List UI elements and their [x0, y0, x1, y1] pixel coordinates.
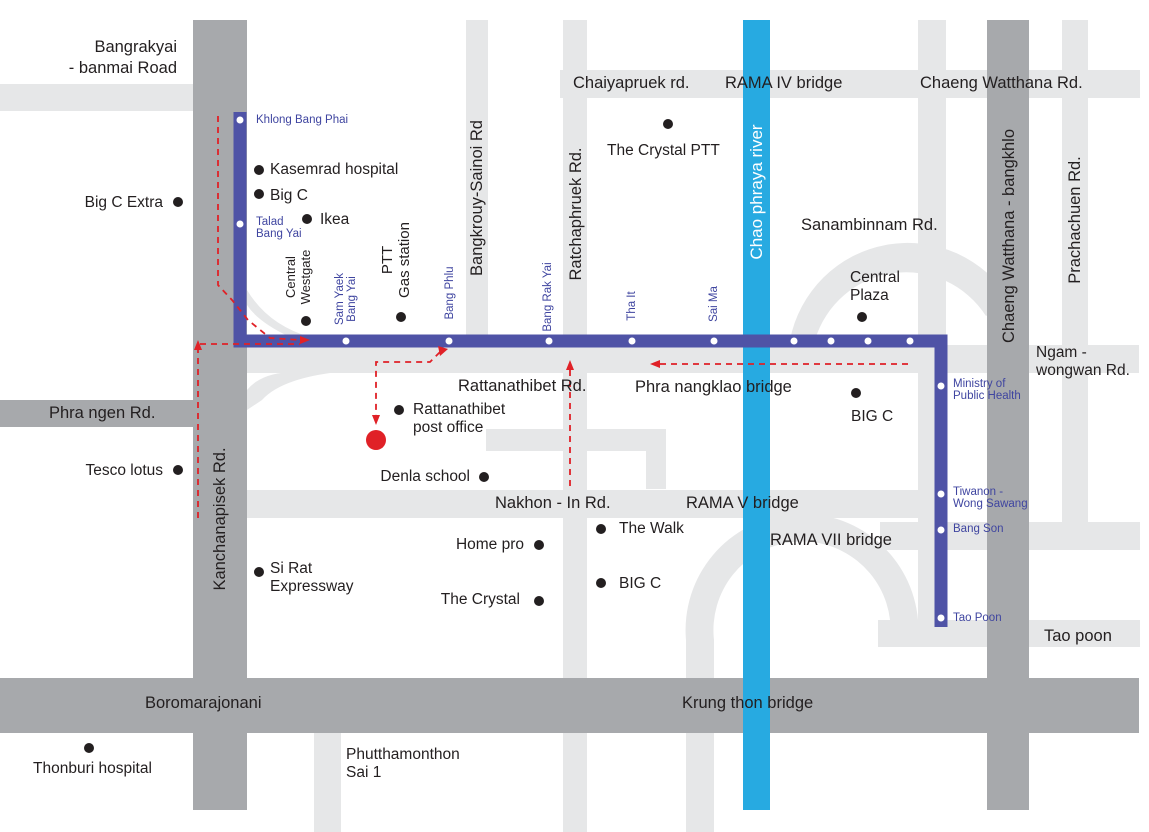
label-the-crystal-ptt: The Crystal PTT [607, 142, 720, 159]
label-the-crystal: The Crystal [440, 591, 520, 608]
label-rama4-bridge: RAMA IV bridge [725, 74, 843, 92]
label-tesco-lotus: Tesco lotus [85, 462, 163, 479]
label-big-c-mid: BIG C [619, 575, 662, 592]
label-kanchanapisek-rd: Kanchanapisek Rd. [211, 447, 229, 591]
label-big-c-extra: Big C Extra [84, 194, 163, 211]
station-tao-poon: Tao Poon [953, 612, 1002, 624]
label-bangrakyai-road: Bangrakyai - banmai Road [68, 38, 177, 77]
chao-phraya-river [743, 20, 770, 810]
label-chaeng-watthana-rd: Chaeng Watthana Rd. [920, 74, 1083, 92]
station-bang-rak-yai: Bang Rak Yai [542, 262, 554, 332]
label-central-westgate: Central Westgate [283, 249, 313, 305]
label-ikea: Ikea [320, 211, 350, 228]
label-rama5-bridge: RAMA V bridge [686, 494, 799, 512]
label-denla-school: Denla school [380, 468, 470, 485]
label-chao-phraya-river: Chao phraya river [747, 124, 766, 260]
label-big-c-right: BIG C [851, 408, 894, 425]
station-sai-ma: Sai Ma [708, 286, 720, 322]
label-home-pro: Home pro [455, 536, 524, 553]
label-chaeng-watthana-bangkhlo: Chaeng Watthana - bangkhlo [1000, 128, 1018, 344]
label-krung-thon-bridge: Krung thon bridge [682, 694, 814, 712]
station-bang-son: Bang Son [953, 523, 1004, 535]
label-bangkrouy-sainoi-rd: Bangkrouy-Sainoi Rd [468, 120, 486, 276]
station-sam-yaek-bang-yai: Sam Yaek Bang Yai [334, 273, 358, 325]
destination-marker [366, 430, 386, 450]
label-ngamwongwan-rd: Ngam - wongwan Rd. [1036, 344, 1130, 379]
label-prachachuen-rd: Prachachuen Rd. [1066, 156, 1084, 284]
place-dots [84, 119, 867, 753]
label-sanambinnam-rd: Sanambinnam Rd. [801, 216, 938, 234]
label-phra-nangklao-bridge: Phra nangklao bridge [635, 378, 792, 396]
label-big-c-top: Big C [270, 187, 308, 204]
station-talad-bang-yai: Talad Bang Yai [256, 216, 302, 240]
station-bang-phlu: Bang Phlu [444, 266, 456, 320]
station-ministry-of-public-health: Ministry of Public Health [953, 378, 1021, 402]
label-thonburi-hospital: Thonburi hospital [33, 760, 152, 777]
route-dashed [197, 116, 908, 518]
route-arrowheads [194, 336, 660, 425]
label-the-walk: The Walk [619, 520, 684, 537]
station-tha-it: Tha It [626, 291, 638, 321]
label-ratchaphruek-rd: Ratchaphruek Rd. [567, 147, 585, 281]
label-nakhon-in-rd: Nakhon - In Rd. [495, 494, 611, 512]
label-rattanathibet-post-office: Rattanathibet post office [413, 401, 506, 436]
station-tiwanon-wong-sawang: Tiwanon - Wong Sawang [953, 486, 1028, 510]
label-phra-ngen-rd: Phra ngen Rd. [49, 404, 156, 422]
label-phutthamonthon-sai1: Phutthamonthon Sai 1 [346, 746, 460, 781]
label-ptt-gas-station: PTT Gas station [379, 222, 413, 298]
label-boromarajonani: Boromarajonani [145, 694, 262, 712]
label-si-rat-expressway: Si Rat Expressway [270, 560, 354, 595]
label-rattanathibet-rd: Rattanathibet Rd. [458, 377, 587, 395]
station-dots [236, 116, 945, 622]
label-rama7-bridge: RAMA VII bridge [770, 531, 892, 549]
label-tao-poon: Tao poon [1044, 627, 1112, 645]
station-khlong-bang-phai: Khlong Bang Phai [256, 114, 349, 126]
label-chaiyapruek-rd: Chaiyapruek rd. [573, 74, 690, 92]
label-kasemrad-hospital: Kasemrad hospital [270, 161, 399, 178]
label-central-plaza: Central Plaza [850, 269, 900, 304]
